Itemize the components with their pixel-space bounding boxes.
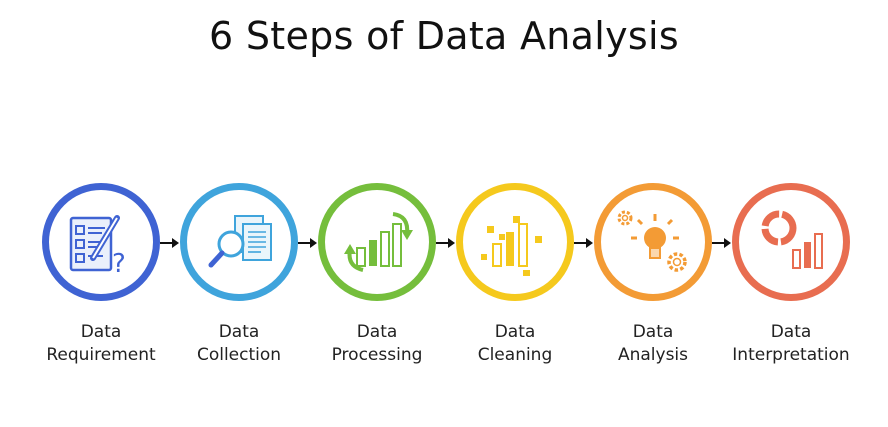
- arrow-right-icon: [712, 238, 731, 248]
- arrow-right-icon: [436, 238, 455, 248]
- bars-scatter-icon: [481, 216, 542, 276]
- step-label: Data Cleaning: [477, 322, 553, 365]
- step-ring: [456, 183, 574, 301]
- step-ring: ?: [42, 183, 160, 301]
- arrow-right-icon: [160, 238, 179, 248]
- step-label: Data Analysis: [617, 322, 689, 365]
- step-label: Data Interpretation: [732, 322, 850, 365]
- arrow-right-icon: [574, 238, 593, 248]
- lightbulb-gears-icon: [617, 210, 687, 272]
- svg-text:?: ?: [112, 249, 126, 279]
- magnifier-documents-icon: [208, 215, 272, 268]
- checklist-question-icon: ?: [69, 215, 126, 279]
- step-label: Data Processing: [331, 322, 423, 365]
- bars-cycle-icon: [344, 212, 413, 272]
- step-label: Data Collection: [196, 322, 282, 365]
- step-ring: [180, 183, 298, 301]
- step-ring: [318, 183, 436, 301]
- pie-bar-chart-icon: [761, 210, 823, 269]
- page-title: 6 Steps of Data Analysis: [209, 14, 679, 58]
- arrow-right-icon: [298, 238, 317, 248]
- step-ring: [732, 183, 850, 301]
- step-label: Data Requirement: [46, 322, 156, 365]
- step-ring: [594, 183, 712, 301]
